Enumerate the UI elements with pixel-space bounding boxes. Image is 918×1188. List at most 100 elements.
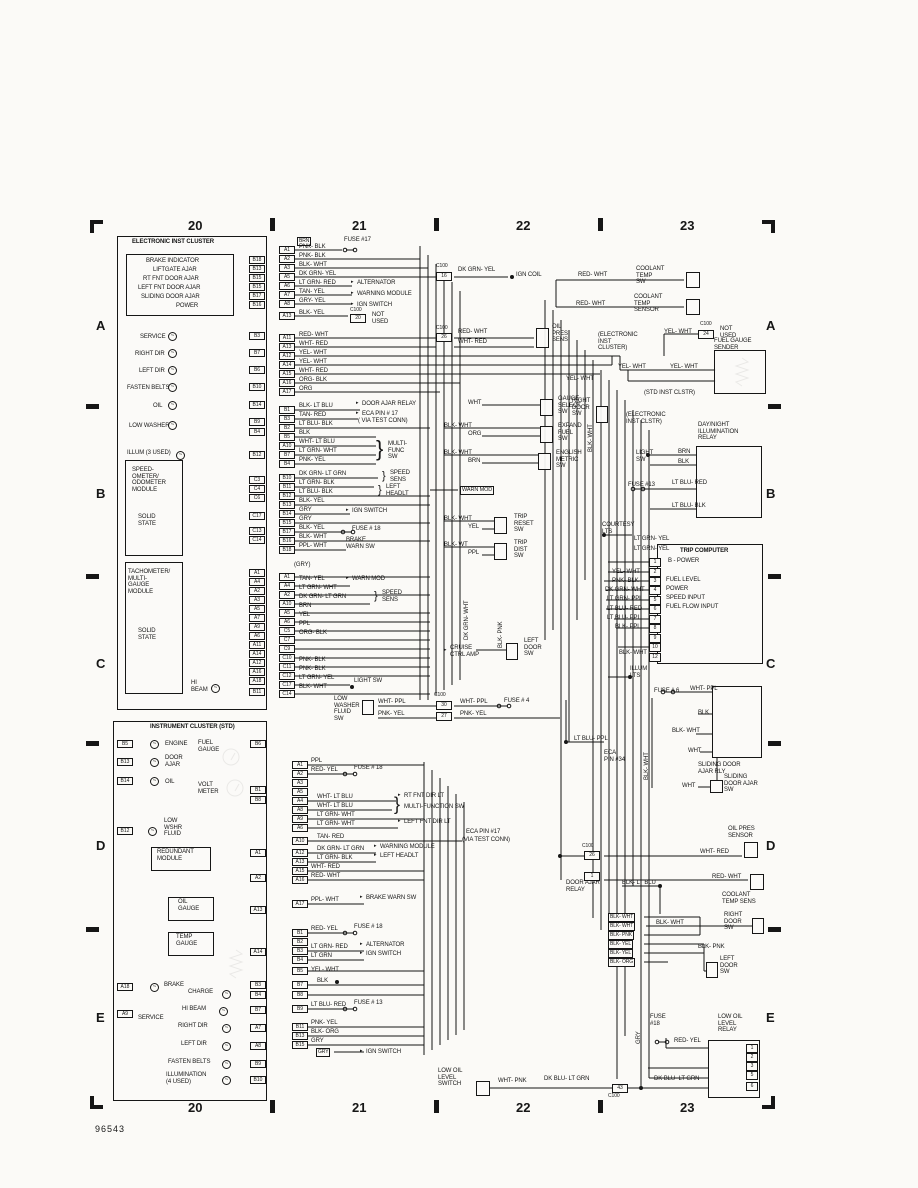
pin-label: B8: [250, 796, 266, 804]
connector-pin: 27: [436, 712, 452, 721]
diagram-label: ▸: [398, 818, 401, 824]
grid-column-label: 20: [188, 218, 203, 233]
diagram-label: DAY/NIGHT ILLUMINATION RELAY: [698, 422, 739, 442]
pin-label: B18: [279, 546, 295, 554]
diagram-label: ECA PIN #34: [604, 750, 625, 763]
diagram-label: BLK: [698, 710, 710, 716]
diagram-label: RIGHT DOOR SW: [724, 912, 743, 932]
diagram-label: LEFT FNT DIR LT: [404, 819, 451, 825]
diagram-label: ▸: [356, 400, 359, 406]
diagram-label: LIGHT SW: [636, 450, 654, 463]
pin-label: A8: [292, 806, 308, 814]
pin-label: B16: [279, 537, 295, 545]
diagram-label: FUSE # 4: [504, 698, 530, 704]
diagram-label: ( VIA TEST CONN): [358, 418, 408, 424]
diagram-label: LIFTGATE AJAR: [153, 267, 197, 273]
diagram-label: TACHOMETER/ MULTI- GAUGE MODULE: [128, 569, 171, 596]
coolant-temp-sens-box: [750, 874, 764, 890]
indicator-lamp-icon: ~: [150, 777, 159, 786]
pin-label: A17: [279, 388, 295, 396]
pin-label: A14: [250, 948, 266, 956]
grid-tick-mark: [768, 574, 781, 579]
diagram-label: TEMP GAUGE: [176, 934, 198, 947]
pin-label: B12: [117, 827, 133, 835]
pin-label: A6: [279, 618, 295, 626]
temp-gauge-box: [168, 932, 214, 956]
diagram-label: SPEED SENS: [382, 590, 402, 603]
diagram-label: BLK- YEL: [608, 949, 634, 958]
diagram-label: IGN SWITCH: [357, 302, 392, 308]
diagram-label: WHT- PNK: [498, 1078, 527, 1084]
fuel-gauge-sender-box: [714, 350, 766, 394]
diagram-label: DK GRN- WHT: [464, 600, 470, 640]
diagram-label: YEL- WHT: [612, 569, 640, 575]
diagram-label: ILLUM LTS: [630, 666, 648, 679]
diagram-label: BLK- PNK: [698, 944, 725, 950]
diagram-label: }: [394, 794, 400, 814]
diagram-label: ENGLISH METRIC SW: [556, 450, 582, 470]
pin-label: B11: [279, 483, 295, 491]
diagram-label: BLK- PNK: [608, 931, 634, 940]
junction-dot: [602, 533, 606, 537]
pin-label: A2: [279, 255, 295, 263]
indicator-lamp-icon: ~: [222, 1024, 231, 1033]
pin-label: B17: [279, 528, 295, 536]
pin-label: A1: [250, 849, 266, 857]
diagram-label: LEFT FNT DOOR AJAR: [138, 285, 201, 291]
diagram-label: COOLANT TEMP SENSOR: [634, 294, 663, 314]
corner-registration-mark: [762, 220, 775, 233]
pin-label: B15: [249, 283, 265, 291]
diagram-label: BLK: [317, 978, 329, 984]
junction-dot: [564, 740, 568, 744]
diagram-label: FUSE # 13: [354, 1000, 383, 1006]
oil-gauge-box: [168, 897, 214, 921]
indicator-lamp-icon: ~: [168, 401, 177, 410]
diagram-label: YEL: [468, 524, 480, 530]
connector-pin: 43: [612, 1084, 628, 1093]
diagram-label: DK GRN- WHT: [605, 587, 645, 593]
pin-label: A14: [279, 361, 295, 369]
diagram-label: ELECTRONIC INST CLUSTER: [132, 239, 215, 245]
connector-pin: 16: [436, 272, 452, 281]
diagram-label: WHT- LT BLU: [317, 803, 353, 809]
diagram-label: PNK- YEL: [378, 711, 405, 717]
diagram-label: GRY: [311, 1038, 324, 1044]
connector-pin: 12: [649, 653, 661, 662]
diagram-label: ORG: [468, 431, 482, 437]
junction-dot: [639, 1086, 643, 1090]
diagram-label: ▸: [444, 647, 447, 653]
pin-label: B4: [292, 956, 308, 964]
diagram-label: LT BLU- RED: [607, 606, 643, 612]
connector-pin: 3: [649, 577, 661, 586]
diagram-label: WHT- RED: [700, 849, 729, 855]
connector-pin: 1: [649, 558, 661, 567]
pin-label: A17: [292, 900, 308, 908]
junction-dot: [628, 675, 632, 679]
diagram-label: BRN: [468, 458, 481, 464]
diagram-label: ALTERNATOR: [366, 942, 405, 948]
diagram-label: ▸: [360, 1048, 363, 1054]
pin-label: B3: [249, 332, 265, 340]
junction-dot: [350, 685, 354, 689]
diagram-label: ▸: [351, 301, 354, 307]
indicator-lamp-icon: ~: [148, 827, 157, 836]
junction-dot: [658, 884, 662, 888]
diagram-label: RT FNT DOOR AJAR: [143, 276, 199, 282]
connector-pin: 24: [698, 330, 714, 339]
corner-registration-mark: [90, 220, 103, 233]
junction-dot: [646, 453, 650, 457]
diagram-label: SPEED SENS: [390, 470, 410, 483]
connector-pin: 20: [350, 314, 366, 323]
diagram-label: OIL PRES SENS: [552, 324, 568, 344]
diagram-label: PPL- WHT: [311, 897, 339, 903]
diagram-label: C100: [608, 1093, 620, 1099]
indicator-lamp-icon: ~: [168, 383, 177, 392]
diagram-label: (VIA TEST CONN): [462, 837, 510, 843]
diagram-label: OIL PRES SENSOR: [728, 826, 755, 839]
pin-label: B1: [279, 406, 295, 414]
diagram-label: YEL- WHT: [670, 364, 698, 370]
pin-label: A12: [279, 352, 295, 360]
diagram-label: WHT- PPL: [690, 686, 718, 692]
right-door-sw-box-2: [752, 918, 764, 934]
